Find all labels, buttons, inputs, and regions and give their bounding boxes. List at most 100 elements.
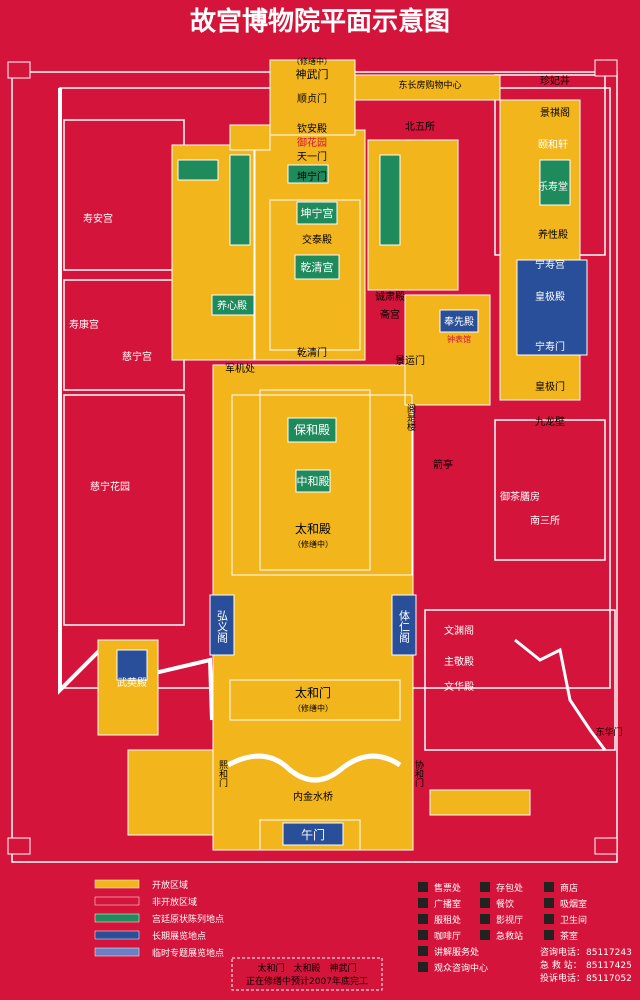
wumen-gate[interactable]: [282, 822, 344, 846]
yuhuayuan-label[interactable]: 御花园: [297, 136, 327, 149]
zhenfeijing-label[interactable]: 珍妃井: [540, 74, 570, 87]
legend-label-blue: 长期展览地点: [152, 930, 206, 942]
service-label: 急救站: [496, 930, 523, 942]
cininghuayuan-label: 慈宁花园: [90, 480, 130, 493]
wenhuadian-label[interactable]: 文华殿: [444, 680, 474, 693]
phone-value: 85117425: [586, 961, 632, 971]
leshoutang-label[interactable]: 乐寿堂: [538, 180, 568, 193]
shunzhenmen-label: 顺贞门: [297, 92, 327, 105]
broadcast-icon: [418, 898, 428, 908]
phone-list: 咨询电话： 85117243 急 救 站： 85117425 投诉电话： 851…: [540, 946, 632, 984]
shoukanggong-label: 寿康宫: [69, 318, 99, 331]
xihemen-label: 熙和门: [217, 760, 228, 788]
service-label: 卫生间: [560, 914, 587, 926]
service-row: 服租处 影视厅 卫生间: [418, 914, 587, 926]
service-label: 茶室: [560, 930, 578, 942]
map-title: 故宫博物院平面示意图: [190, 6, 450, 37]
smoking-icon: [544, 898, 554, 908]
yangxingdian-label: 养性殿: [538, 228, 568, 241]
jiaotaidian-label[interactable]: 交泰殿: [302, 233, 332, 246]
phone-value: 85117052: [586, 974, 632, 984]
zhaigong-label[interactable]: 斋宫: [380, 308, 400, 321]
wuyingdian-label[interactable]: 武英殿: [117, 676, 147, 689]
legend-label-closed: 非开放区域: [152, 896, 197, 908]
kunninggong-label[interactable]: 坤宁宫: [301, 206, 334, 220]
nansansuo-label: 南三所: [530, 514, 560, 527]
service-label: 售票处: [434, 882, 461, 894]
taihedian-label[interactable]: 太和殿: [295, 521, 331, 536]
open-areas: [97, 59, 581, 851]
jiulongbi-label[interactable]: 九龙壁: [535, 415, 565, 428]
ningshougong-label[interactable]: 宁寿宫: [535, 258, 565, 271]
hongyige-label[interactable]: 弘义阁: [216, 610, 229, 644]
yangxindian-label[interactable]: 养心殿: [217, 299, 247, 312]
qinandian-label[interactable]: 钦安殿: [297, 122, 327, 135]
qianqinggong-label[interactable]: 乾清宫: [301, 260, 334, 274]
phone-label: 投诉电话：: [540, 972, 585, 984]
service-label: 影视厅: [496, 914, 523, 926]
jianting-label: 箭亭: [433, 458, 453, 471]
service-label: 观众咨询中心: [434, 962, 488, 974]
legend: 开放区域 非开放区域 宫廷原状陈列地点 长期展览地点 临时专题展览地点 太和门 …: [94, 879, 383, 991]
wumen-label: 午门: [301, 827, 325, 842]
dining-icon: [480, 898, 490, 908]
zhongbiaoguan-label[interactable]: 钟表馆: [447, 334, 471, 344]
guide-icon: [418, 946, 428, 956]
shouangong-label: 寿安宫: [83, 212, 113, 225]
fengxiandian-label[interactable]: 奉先殿: [444, 315, 474, 328]
yuchashanfang-label: 御茶膳房: [500, 490, 540, 503]
cafe-icon: [418, 930, 428, 940]
renovation-note-text: 正在修缮中预计2007年底完工: [246, 975, 368, 987]
renovation-note-box: [231, 957, 383, 991]
tirenge-label[interactable]: 体仁阁: [398, 609, 411, 644]
toilet-icon: [544, 914, 554, 924]
rental-icon: [418, 914, 428, 924]
legend-label-open: 开放区域: [152, 879, 188, 891]
phone-label: 咨询电话：: [540, 946, 585, 958]
service-label: 餐饮: [496, 898, 514, 910]
zhonghedian-label[interactable]: 中和殿: [297, 475, 330, 488]
service-label: 咖啡厅: [434, 930, 461, 942]
renovation-note-title: 太和门 太和殿 神武门: [257, 962, 356, 974]
donghuamen-label[interactable]: 东华门: [595, 726, 622, 738]
shenwumen-label[interactable]: 神武门: [296, 67, 329, 81]
service-label: 吸烟室: [560, 898, 587, 910]
legend-label-green: 宫廷原状陈列地点: [152, 913, 224, 925]
phone-value: 85117243: [586, 948, 632, 958]
exhibit-halls-green: [177, 154, 571, 493]
junjichu-label: 军机处: [225, 362, 255, 375]
service-label: 商店: [560, 882, 578, 894]
corner-towers: [7, 59, 618, 855]
huangjimen-label: 皇极门: [535, 380, 565, 393]
services-legend: 售票处 存包处 商店 广播室 餐饮 吸烟室 服租处 影视厅 卫生间 咖啡厅 急救: [418, 882, 632, 984]
legend-label-temp: 临时专题展览地点: [152, 947, 224, 959]
legend-swatch-temp: [94, 947, 140, 957]
beiwusuo-label: 北五所: [405, 121, 435, 133]
service-row: 咖啡厅 急救站 茶室: [418, 930, 578, 942]
firstaid-icon: [480, 930, 490, 940]
inner-jinshui-river: [226, 753, 402, 783]
wenyuange-label: 文渊阁: [444, 624, 474, 637]
service-label: 广播室: [434, 898, 461, 910]
locker-icon: [480, 882, 490, 892]
yihexuan-label: 颐和轩: [538, 138, 568, 151]
qianqingmen-label: 乾清门: [297, 346, 327, 359]
legend-swatch-open: [94, 879, 140, 889]
exhibit-halls-blue: [116, 259, 588, 681]
shenwumen-note: （修缮中）: [292, 56, 332, 66]
dongchangfang-label[interactable]: 东长房购物中心: [398, 79, 461, 91]
taihemen-note: （修缮中）: [293, 703, 333, 713]
baohedian-label[interactable]: 保和殿: [294, 423, 330, 437]
cinema-icon: [480, 914, 490, 924]
info-icon: [418, 962, 428, 972]
moat-east: [514, 638, 607, 751]
huangjidian-label[interactable]: 皇极殿: [535, 290, 565, 303]
yueshilou-label: 阅是楼: [405, 404, 416, 432]
zhujingdian-label: 主敬殿: [444, 655, 474, 668]
shop-icon: [544, 882, 554, 892]
tianyimen-label: 天一门: [297, 150, 327, 163]
chengsudian-label: 诚肃殿: [375, 291, 405, 303]
taihemen-label[interactable]: 太和门: [295, 685, 331, 700]
tea-icon: [544, 930, 554, 940]
kunningmen-label: 坤宁门: [297, 170, 327, 183]
